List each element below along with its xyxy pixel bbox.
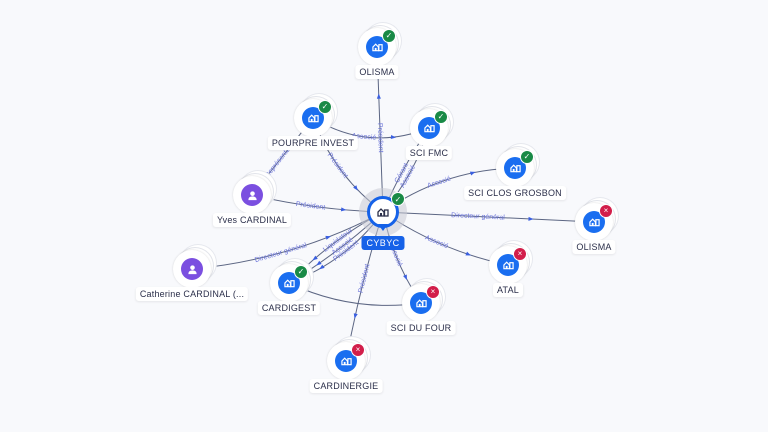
edge-label: Président xyxy=(295,201,325,212)
building-icon xyxy=(502,261,514,270)
node-label[interactable]: POURPRE INVEST xyxy=(267,136,359,150)
edge-arrow xyxy=(469,171,476,176)
edge-arrow xyxy=(376,93,381,99)
pin-tail xyxy=(378,224,388,231)
edge-arrow xyxy=(340,207,347,212)
company-avatar[interactable] xyxy=(335,350,357,372)
person-icon xyxy=(247,190,257,200)
edge-label: Président xyxy=(358,263,372,293)
company-node[interactable]: ✓ xyxy=(294,99,332,137)
edge-arrow xyxy=(325,235,331,240)
close-icon: × xyxy=(426,285,440,299)
node-label[interactable]: Catherine CARDINAL (... xyxy=(135,287,249,301)
company-avatar[interactable] xyxy=(278,272,300,294)
node-label[interactable]: OLISMA xyxy=(355,65,399,79)
company-avatar[interactable] xyxy=(410,292,432,314)
close-icon: × xyxy=(599,204,613,218)
building-icon xyxy=(377,208,389,217)
node-label[interactable]: SCI FMC xyxy=(405,146,453,160)
building-icon xyxy=(509,164,521,173)
company-node[interactable]: × xyxy=(402,284,440,322)
node-label[interactable]: ATAL xyxy=(493,283,523,297)
node-label[interactable]: Yves CARDINAL xyxy=(212,213,292,227)
edge-label: Directeur général xyxy=(254,242,308,264)
company-node[interactable]: ✓ xyxy=(410,109,448,147)
company-avatar[interactable] xyxy=(418,117,440,139)
edge-arrow xyxy=(353,185,358,191)
node-label[interactable]: SCI CLOS GROSBON xyxy=(464,186,566,200)
edge-arrow xyxy=(403,274,407,281)
node-label[interactable]: CARDIGEST xyxy=(257,301,321,315)
edge-label: Directeur général xyxy=(451,212,505,222)
edge-arrow xyxy=(465,251,472,256)
check-icon: ✓ xyxy=(382,29,396,43)
edge-arrow xyxy=(390,134,397,140)
center-node-label[interactable]: CYBYC xyxy=(361,236,405,250)
building-icon xyxy=(307,114,319,123)
company-avatar[interactable] xyxy=(497,254,519,276)
person-avatar[interactable] xyxy=(181,258,203,280)
person-icon xyxy=(187,264,197,274)
person-avatar[interactable] xyxy=(241,184,263,206)
building-icon xyxy=(283,279,295,288)
company-avatar[interactable] xyxy=(366,36,388,58)
edge-arrow xyxy=(528,216,534,221)
company-node[interactable]: × xyxy=(327,342,365,380)
edge-label: Président xyxy=(326,152,349,180)
edge-label: Associé xyxy=(424,234,449,250)
building-icon xyxy=(340,357,352,366)
company-avatar[interactable] xyxy=(504,157,526,179)
company-node[interactable]: ✓ xyxy=(496,149,534,187)
person-node[interactable] xyxy=(233,176,271,214)
company-avatar[interactable] xyxy=(583,211,605,233)
edge-label: Président xyxy=(376,123,384,153)
company-node[interactable]: × xyxy=(575,203,613,241)
check-icon: ✓ xyxy=(294,265,308,279)
check-icon: ✓ xyxy=(318,100,332,114)
node-label[interactable]: OLISMA xyxy=(572,240,616,254)
edge-label: Associé xyxy=(427,175,453,189)
company-avatar[interactable] xyxy=(302,107,324,129)
center-node[interactable]: ✓ xyxy=(359,188,407,236)
close-icon: × xyxy=(513,247,527,261)
edge-arrow xyxy=(316,260,322,266)
building-icon xyxy=(588,218,600,227)
node-label[interactable]: SCI DU FOUR xyxy=(386,321,456,335)
check-icon: ✓ xyxy=(434,110,448,124)
close-icon: × xyxy=(351,343,365,357)
check-icon: ✓ xyxy=(391,192,405,206)
company-node[interactable]: ✓ xyxy=(358,28,396,66)
check-icon: ✓ xyxy=(520,150,534,164)
company-node[interactable]: ✓ xyxy=(270,264,308,302)
node-label[interactable]: CARDINERGIE xyxy=(309,379,383,393)
person-node[interactable] xyxy=(173,250,211,288)
building-icon xyxy=(415,299,427,308)
edge-arrow xyxy=(319,264,325,270)
edge-label: Associé xyxy=(351,133,376,142)
edge-arrow xyxy=(353,313,358,319)
company-node[interactable]: × xyxy=(489,246,527,284)
edge-arrow xyxy=(312,255,318,261)
edge xyxy=(382,211,595,223)
building-icon xyxy=(423,124,435,133)
building-icon xyxy=(371,43,383,52)
